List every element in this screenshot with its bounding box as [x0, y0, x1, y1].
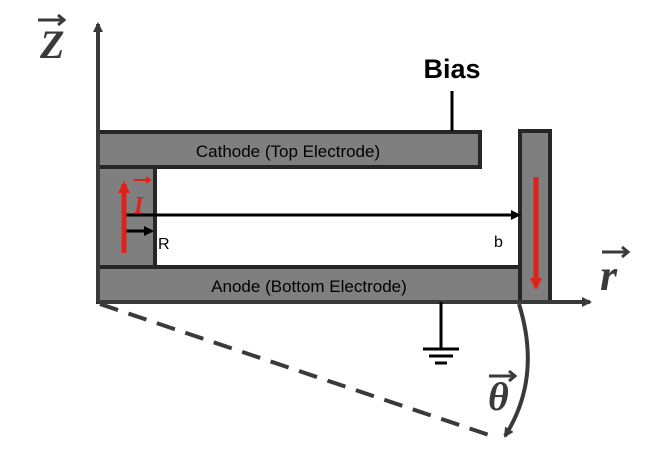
theta-reference-dashed-line [99, 302, 493, 438]
current-label: I [133, 193, 145, 219]
anode-label: Anode (Bottom Electrode) [211, 277, 407, 296]
r-vector-arrow-icon [602, 245, 631, 259]
theta-axis-label: θ [488, 374, 509, 419]
outer-radius-label: b [494, 234, 503, 251]
theta-arc-arrow [503, 303, 530, 438]
cathode-label: Cathode (Top Electrode) [196, 142, 380, 161]
current-vector-arrow-icon [134, 176, 152, 184]
theta-vector-arrow-icon [489, 369, 518, 383]
r-axis-label: r [600, 251, 618, 300]
bias-label: Bias [423, 54, 480, 84]
inner-radius-label: R [158, 236, 170, 253]
z-axis-label: Z [39, 22, 64, 67]
z-vector-arrow-icon [38, 13, 67, 27]
ground-symbol-icon [423, 302, 459, 365]
